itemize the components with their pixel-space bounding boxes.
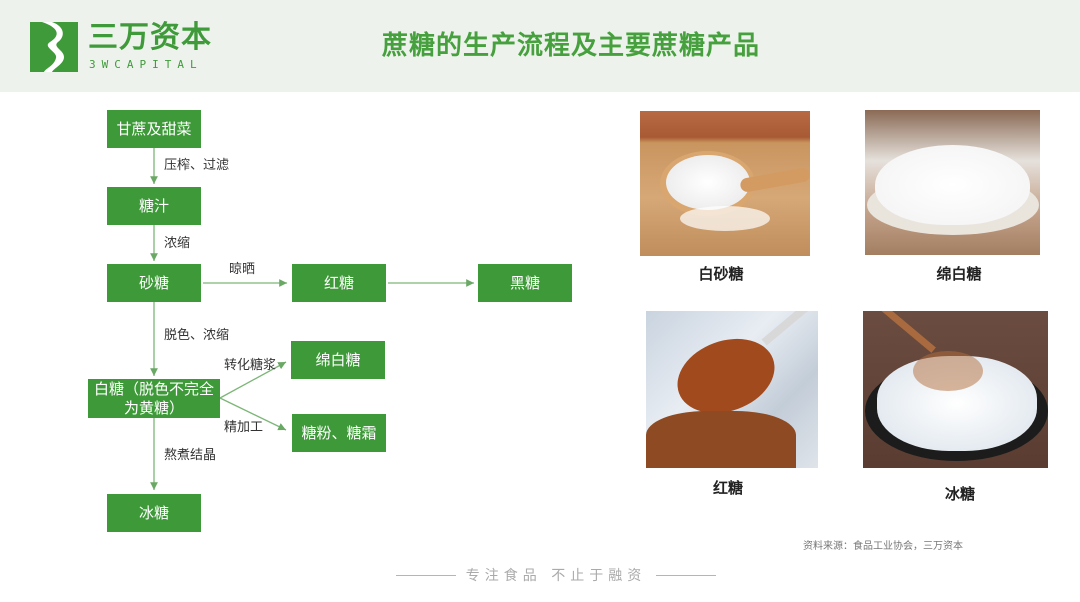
node-powdered-sugar: 糖粉、糖霜 bbox=[292, 414, 386, 452]
edge-label-refine: 精加工 bbox=[224, 420, 264, 435]
node-sugarcane-beet: 甘蔗及甜菜 bbox=[107, 110, 201, 148]
product-caption-rock: 冰糖 bbox=[944, 485, 975, 503]
slogan-text: 专注食品 不止于融资 bbox=[465, 568, 647, 584]
logo-name-en: 3WCAPITAL bbox=[89, 58, 203, 71]
header-bar: 三万资本 3WCAPITAL 蔗糖的生产流程及主要蔗糖产品 bbox=[0, 0, 1080, 92]
edge-label-decolor: 脱色、浓缩 bbox=[164, 328, 230, 343]
slogan-divider-left bbox=[396, 574, 456, 576]
logo-mark-icon bbox=[30, 22, 78, 72]
source-note: 资料来源：食品工业协会，三万资本 bbox=[803, 541, 963, 552]
page-title: 蔗糖的生产流程及主要蔗糖产品 bbox=[382, 31, 761, 61]
product-caption-soft-white: 绵白糖 bbox=[936, 265, 982, 283]
slogan-divider-right bbox=[656, 574, 717, 576]
product-caption-white-granulated: 白砂糖 bbox=[698, 265, 744, 283]
node-rock-sugar: 冰糖 bbox=[107, 494, 201, 532]
node-brown-sugar: 红糖 bbox=[292, 264, 386, 302]
logo-name-cn: 三万资本 bbox=[88, 20, 212, 55]
node-granulated-sugar: 砂糖 bbox=[107, 264, 201, 302]
rock-sugar-photo bbox=[863, 311, 1048, 468]
edge-label-sun-dry: 晾晒 bbox=[229, 262, 256, 277]
footer-slogan: 专注食品 不止于融资 bbox=[396, 565, 717, 585]
edge-label-concentrate: 浓缩 bbox=[164, 236, 191, 251]
white-granulated-sugar-photo bbox=[640, 111, 810, 256]
company-logo: 三万资本 3WCAPITAL bbox=[30, 20, 230, 75]
product-caption-brown: 红糖 bbox=[712, 479, 743, 497]
node-sugar-juice: 糖汁 bbox=[107, 187, 201, 225]
node-black-sugar: 黑糖 bbox=[478, 264, 572, 302]
edge-label-press-filter: 压榨、过滤 bbox=[164, 158, 230, 173]
node-soft-white-sugar: 绵白糖 bbox=[291, 341, 385, 379]
edge-label-crystallize: 熬煮结晶 bbox=[164, 448, 217, 463]
soft-white-sugar-photo bbox=[865, 110, 1040, 255]
brown-sugar-photo bbox=[646, 311, 818, 468]
edge-label-invert-syrup: 转化糖浆 bbox=[224, 358, 277, 373]
node-white-sugar: 白糖（脱色不完全为黄糖） bbox=[88, 379, 220, 418]
